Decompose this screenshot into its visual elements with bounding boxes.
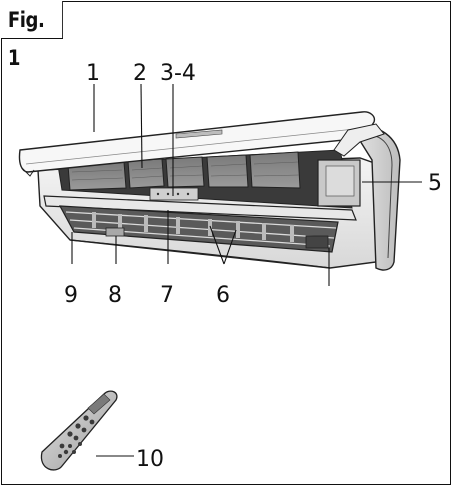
callout-10: 10 (136, 447, 164, 472)
panel-badge (175, 129, 223, 139)
callout-7: 7 (160, 283, 174, 308)
remote-control (40, 390, 118, 471)
callout-2: 2 (133, 61, 147, 86)
figure-label: Fig. 1 (1, 1, 63, 70)
leader-lines (71, 83, 422, 457)
callout-3-4: 3-4 (160, 61, 196, 86)
remote-buttons (58, 415, 95, 458)
panel-arm (333, 123, 385, 157)
callout-6: 6 (216, 283, 230, 308)
callout-9: 9 (64, 283, 78, 308)
callout-1: 1 (86, 61, 100, 86)
air-filters (67, 151, 301, 191)
indoor-unit (18, 111, 401, 271)
callout-8: 8 (108, 283, 122, 308)
display-receiver (105, 227, 125, 237)
front-band (43, 195, 357, 221)
outlet-right-block (305, 235, 329, 249)
remote-screen (87, 393, 111, 415)
callout-5: 5 (428, 171, 442, 196)
filter-holder (149, 187, 199, 201)
